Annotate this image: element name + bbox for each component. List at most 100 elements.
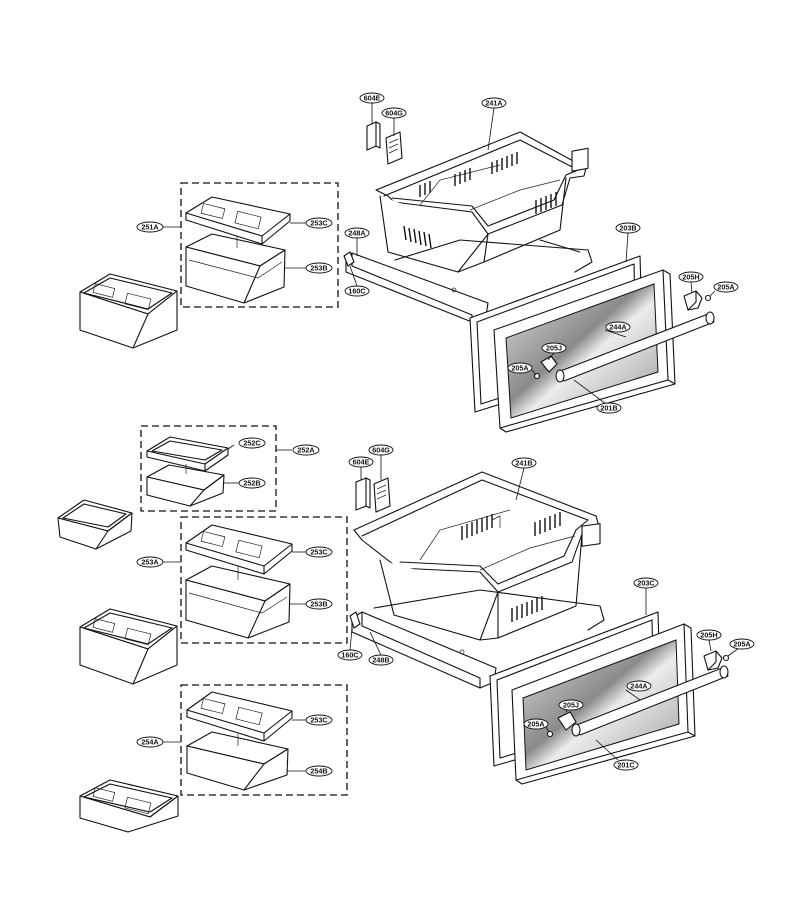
svg-text:205H: 205H	[682, 273, 699, 282]
handle-cap-205H-bottom	[703, 650, 723, 671]
svg-text:604E: 604E	[364, 94, 381, 103]
label-205J-bottom: 205J	[558, 699, 584, 711]
crisper-assembly-253A	[79, 608, 178, 685]
svg-text:248B: 248B	[372, 656, 389, 665]
crisper-assembly-252A	[57, 499, 133, 550]
svg-text:205H: 205H	[700, 631, 717, 640]
label-248A: 248A	[344, 227, 370, 239]
part-labels: 604E 604G 241A 251A 253C 253B 248A 160C …	[136, 92, 755, 777]
label-201C: 201C	[613, 759, 639, 771]
label-248B: 248B	[368, 654, 394, 666]
bracket-160C-top	[343, 251, 355, 267]
svg-text:252A: 252A	[297, 446, 314, 455]
svg-text:253C: 253C	[310, 716, 327, 725]
label-252C: 252C	[238, 437, 266, 449]
label-160C-top: 160C	[344, 285, 370, 297]
handle-clip-205J-top	[540, 355, 558, 373]
svg-text:604G: 604G	[372, 446, 390, 455]
svg-text:201C: 201C	[617, 761, 634, 770]
label-253A: 253A	[136, 556, 164, 568]
svg-text:205A: 205A	[733, 640, 750, 649]
crisper-assembly-254A	[79, 779, 179, 833]
assembly-box-253A	[180, 516, 348, 644]
label-254B: 254B	[305, 765, 333, 777]
label-253B-middle: 253B	[305, 598, 333, 610]
svg-text:604G: 604G	[385, 109, 403, 118]
freezer-basket-241B	[353, 471, 601, 641]
bin-253B-top	[185, 233, 286, 304]
label-251A: 251A	[136, 221, 164, 233]
svg-text:244A: 244A	[609, 323, 626, 332]
svg-text:253A: 253A	[141, 558, 158, 567]
label-604G-top: 604G	[381, 107, 407, 119]
lid-253C-bottom	[186, 691, 293, 742]
assembly-box-252A	[140, 425, 277, 512]
svg-text:251A: 251A	[141, 223, 158, 232]
svg-text:254A: 254A	[141, 738, 158, 747]
svg-text:241A: 241A	[485, 99, 502, 108]
label-253B-top: 253B	[305, 262, 333, 274]
bracket-160C-bottom	[349, 611, 361, 629]
filter-604E-bottom	[355, 477, 371, 511]
label-205H-top: 205H	[678, 271, 704, 283]
label-244A-top: 244A	[605, 321, 631, 333]
label-241A: 241A	[481, 97, 507, 109]
label-244A-bottom: 244A	[626, 680, 652, 692]
svg-text:203B: 203B	[619, 224, 636, 233]
label-604E-top: 604E	[359, 92, 385, 104]
label-203B: 203B	[615, 222, 641, 234]
lid-252C	[146, 436, 229, 472]
door-panel-201C	[511, 623, 696, 785]
label-160C-bottom: 160C	[337, 649, 363, 661]
svg-text:205A: 205A	[527, 720, 544, 729]
svg-text:205J: 205J	[563, 701, 579, 710]
label-205A-top-right: 205A	[713, 281, 739, 293]
svg-text:253B: 253B	[310, 600, 327, 609]
label-253C-top: 253C	[305, 217, 333, 229]
handle-clip-205J-bottom	[557, 711, 577, 731]
svg-text:205J: 205J	[546, 344, 562, 353]
screw-205A-top-right	[704, 294, 712, 302]
label-205J-top: 205J	[541, 342, 567, 354]
filter-604E-top	[366, 121, 381, 151]
svg-text:201B: 201B	[600, 404, 617, 413]
freezer-basket-241A	[375, 131, 587, 273]
label-253C-bottom: 253C	[305, 714, 333, 726]
svg-text:244A: 244A	[630, 682, 647, 691]
label-205A-bottom-left: 205A	[523, 718, 549, 730]
screw-205A-bottom-left	[546, 730, 554, 738]
label-205A-top-left: 205A	[507, 362, 533, 374]
filter-604G-top	[385, 131, 403, 165]
assembly-box-251A	[180, 182, 339, 308]
screw-205A-bottom-right	[722, 654, 730, 662]
svg-text:252C: 252C	[243, 439, 260, 448]
label-252B: 252B	[238, 477, 266, 489]
bin-253B-middle	[185, 565, 291, 639]
label-252A: 252A	[292, 444, 320, 456]
svg-text:254B: 254B	[310, 767, 327, 776]
svg-text:203C: 203C	[637, 579, 654, 588]
bin-254B	[186, 731, 289, 791]
label-254A: 254A	[136, 736, 164, 748]
crisper-assembly-251A	[79, 273, 178, 349]
label-203C: 203C	[633, 577, 659, 589]
svg-text:252B: 252B	[243, 479, 260, 488]
handle-cap-205H-top	[683, 290, 703, 311]
svg-text:205A: 205A	[511, 364, 528, 373]
handle-244A-top	[555, 311, 715, 383]
door-panel-201B	[493, 269, 676, 433]
label-241B: 241B	[511, 457, 537, 469]
svg-text:253C: 253C	[310, 548, 327, 557]
label-604E-bottom: 604E	[348, 456, 374, 468]
rail-248B	[351, 523, 605, 689]
svg-text:604E: 604E	[353, 458, 370, 467]
svg-text:241B: 241B	[515, 459, 532, 468]
label-604G-bottom: 604G	[368, 444, 394, 456]
svg-text:253B: 253B	[310, 264, 327, 273]
svg-text:160C: 160C	[348, 287, 365, 296]
label-201B: 201B	[596, 402, 622, 414]
svg-text:205A: 205A	[717, 283, 734, 292]
svg-text:160C: 160C	[341, 651, 358, 660]
lid-253C-middle	[185, 524, 293, 575]
